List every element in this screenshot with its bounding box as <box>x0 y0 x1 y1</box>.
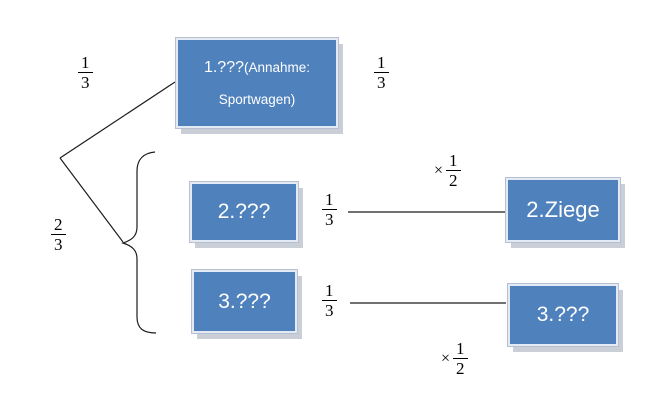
multiplication-sign: × <box>434 161 444 179</box>
fraction-numerator: 1 <box>377 53 386 72</box>
door1-label: 1.??? <box>203 59 244 76</box>
node-label: 3.??? <box>536 303 590 326</box>
door1-annotation-open: (Annahme: <box>244 60 311 75</box>
node-door2-outcome: 2.Ziege <box>506 178 620 242</box>
node-door2: 2.??? <box>190 182 298 242</box>
fraction-half: 1 2 <box>446 151 461 190</box>
door1-annotation-close: Sportwagen) <box>218 92 296 107</box>
fraction-denominator: 3 <box>78 72 93 92</box>
branch-line-up <box>59 81 176 159</box>
fraction-denominator: 3 <box>322 300 337 320</box>
fraction-denominator: 3 <box>322 209 337 229</box>
fraction-branch-top: 1 3 <box>78 53 93 92</box>
node-door3: 3.??? <box>192 270 297 333</box>
node-label-line1: 1.???(Annahme: <box>204 59 310 77</box>
fraction-denominator: 3 <box>51 234 66 254</box>
curly-brace <box>121 151 157 334</box>
node-door1-assumption: 1.???(Annahme: Sportwagen) <box>176 38 338 128</box>
node-label: 2.??? <box>217 200 271 223</box>
fraction-half: 1 2 <box>453 339 468 378</box>
fraction-denominator: 3 <box>374 72 389 92</box>
fraction-numerator: 1 <box>456 339 465 358</box>
fraction-denominator: 2 <box>446 170 461 190</box>
fraction-branch-bottom: 2 3 <box>51 215 66 254</box>
fraction-numerator: 2 <box>54 215 63 234</box>
fraction-row2: 1 3 <box>322 190 337 229</box>
branch-line-down <box>59 157 124 243</box>
fraction-row3: 1 3 <box>322 281 337 320</box>
fraction-denominator: 2 <box>453 358 468 378</box>
node-door3-outcome: 3.??? <box>508 284 618 346</box>
fraction-numerator: 1 <box>325 190 334 209</box>
node-label: 3.??? <box>218 289 271 313</box>
fraction-numerator: 1 <box>81 53 90 72</box>
multiply-annotation-row2: × 1 2 <box>434 151 461 190</box>
fraction-top-right: 1 3 <box>374 53 389 92</box>
fraction-numerator: 1 <box>449 151 458 170</box>
node-label: 2.Ziege <box>526 197 600 222</box>
multiply-annotation-row3: × 1 2 <box>441 339 468 378</box>
fraction-numerator: 1 <box>325 281 334 300</box>
multiplication-sign: × <box>441 349 451 367</box>
